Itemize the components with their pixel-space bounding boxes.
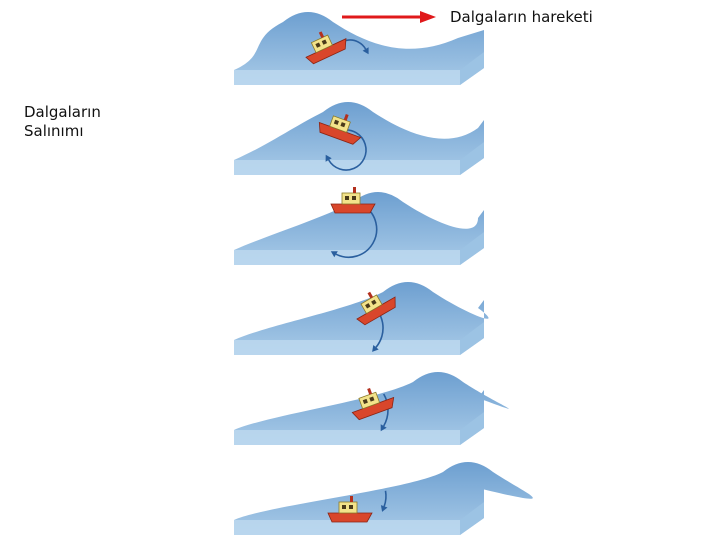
water-front [234,70,460,85]
wave-panel-6 [228,450,490,542]
water-front [234,340,460,355]
wave-panel-1 [228,0,490,92]
wave-panel-2 [228,90,490,182]
water-front [234,430,460,445]
wave-panel-4 [228,270,490,362]
wave-panel-3 [228,180,490,272]
water-front [234,160,460,175]
wave-panel-5 [228,360,490,452]
